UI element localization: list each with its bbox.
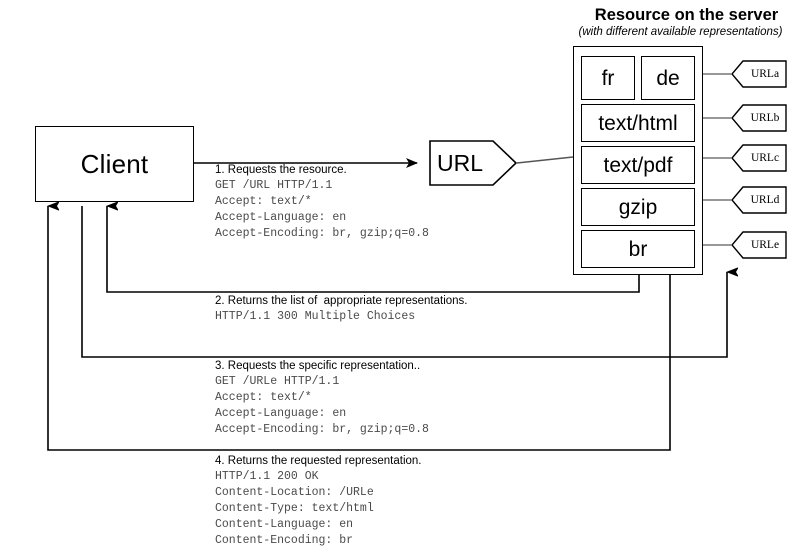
resource-subtitle: (with different available representation… [578, 26, 783, 38]
url-flag-urlc[interactable]: URLc [731, 144, 787, 172]
url-flag-label: URLc [750, 152, 780, 164]
url-flag-label: URLb [750, 112, 780, 124]
url-node-label: URL [436, 149, 483, 176]
url-flag-urle[interactable]: URLe [731, 231, 787, 259]
message-code: GET /URLe HTTP/1.1 Accept: text/* Accept… [215, 375, 429, 436]
client-label: Client [80, 148, 149, 179]
resource-title: Resource on the server [594, 6, 779, 24]
flag-shape-icon [731, 104, 787, 132]
representation-box-br[interactable]: br [581, 230, 695, 268]
message-code: GET /URL HTTP/1.1 Accept: text/* Accept-… [215, 179, 429, 240]
representation-label: text/pdf [603, 153, 673, 177]
representation-label: de [656, 66, 680, 90]
url-flag-label: URLe [750, 239, 780, 251]
message-code: HTTP/1.1 200 OK Content-Location: /URLe … [215, 470, 374, 547]
representation-box-text-html[interactable]: text/html [581, 104, 695, 142]
message-title: 3. Requests the specific representation.… [215, 360, 421, 372]
message-4: 4. Returns the requested representation.… [215, 454, 422, 549]
representation-box-fr[interactable]: fr [581, 56, 635, 100]
message-1: 1. Requests the resource. GET /URL HTTP/… [215, 163, 429, 242]
message-2: 2. Returns the list of appropriate repre… [215, 294, 468, 325]
url-flag-urld[interactable]: URLd [731, 186, 787, 214]
url-node[interactable]: URL [429, 140, 518, 186]
flag-shape-icon [731, 60, 787, 88]
message-title: 4. Returns the requested representation. [215, 455, 422, 467]
resource-container: fr de text/html text/pdf gzip br [573, 46, 703, 275]
flag-shape-icon [731, 186, 787, 214]
url-pentagon-shape [429, 140, 518, 186]
message-code: HTTP/1.1 300 Multiple Choices [215, 310, 416, 323]
representation-box-de[interactable]: de [641, 56, 695, 100]
url-flag-urla[interactable]: URLa [731, 60, 787, 88]
representation-label: gzip [618, 195, 658, 219]
url-flag-label: URLa [750, 68, 780, 80]
flag-shape-icon [731, 144, 787, 172]
representation-label: br [628, 237, 648, 261]
representation-label: text/html [598, 111, 678, 135]
flag-shape-icon [731, 231, 787, 259]
message-title: 2. Returns the list of appropriate repre… [215, 295, 468, 307]
representation-box-text-pdf[interactable]: text/pdf [581, 146, 695, 184]
representation-label: fr [601, 66, 615, 90]
url-flag-urlb[interactable]: URLb [731, 104, 787, 132]
representation-box-gzip[interactable]: gzip [581, 188, 695, 226]
message-title: 1. Requests the resource. [215, 164, 347, 176]
message-3: 3. Requests the specific representation.… [215, 359, 429, 438]
client-box[interactable]: Client [35, 126, 194, 202]
url-flag-label: URLd [750, 194, 780, 206]
